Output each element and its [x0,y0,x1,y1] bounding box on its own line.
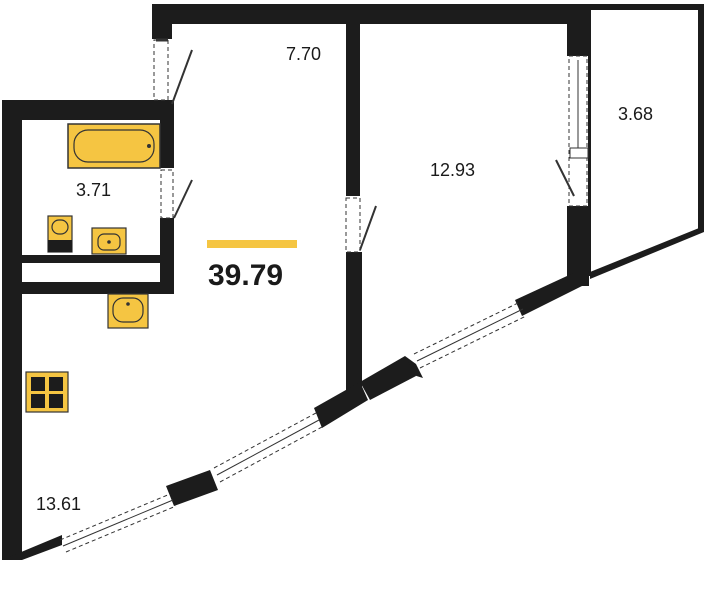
windows [59,301,527,553]
total-area: 39.79 [208,259,283,292]
walls [2,4,704,560]
kitchen-sink-icon [107,293,149,329]
toilet-icon [47,215,73,253]
room-area-kitchen: 13.61 [36,494,81,514]
doors [153,38,589,253]
room-area-bathroom: 3.71 [76,180,111,200]
room-area-room: 12.93 [430,160,475,180]
room-area-hall: 7.70 [286,44,321,64]
bathtub-icon [67,123,161,169]
stove-icon [25,371,69,413]
total-area-underline [207,240,297,248]
bathroom-sink-icon [91,227,127,255]
room-area-balcony: 3.68 [618,104,653,124]
